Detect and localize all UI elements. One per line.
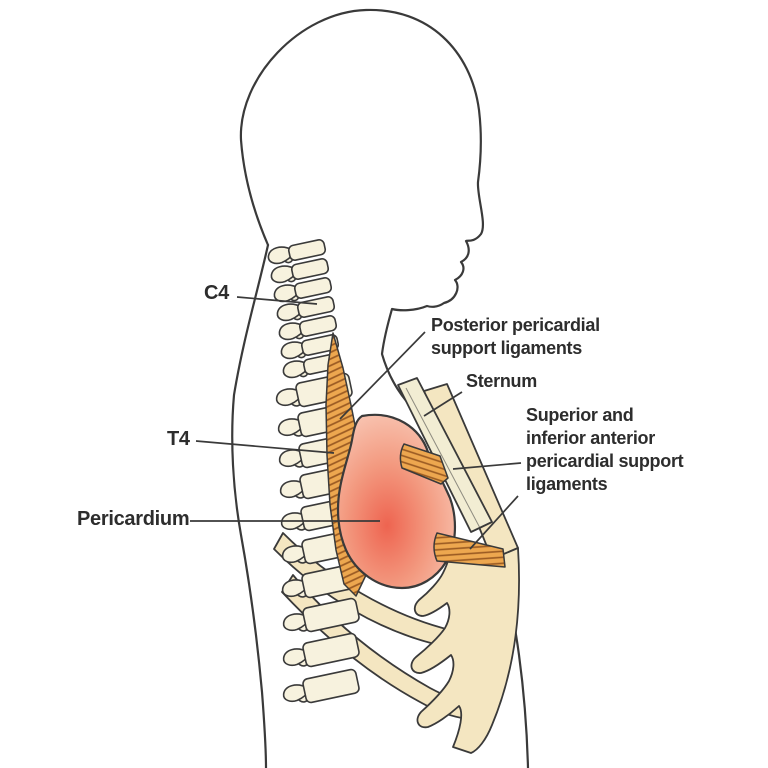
posterior-ligaments-leader-line: [339, 331, 426, 420]
vertebra-body: [300, 334, 340, 356]
vertebra-body: [287, 239, 327, 261]
label-sternum: Sternum: [466, 371, 537, 391]
label-anterior-line-4: ligaments: [526, 474, 608, 494]
vertebra: [282, 668, 360, 704]
vertebra-body: [293, 277, 333, 299]
label-anterior-line-2: inferior anterior: [526, 428, 655, 448]
c4-leader-line: [236, 296, 318, 305]
vertebra: [270, 258, 330, 284]
label-anterior-line-1: Superior and: [526, 405, 634, 425]
vertebra: [280, 334, 340, 360]
inferior-ligament-leader-line: [469, 495, 519, 550]
vertebra: [267, 239, 327, 265]
vertebra: [282, 597, 360, 633]
inferior-anterior-ligament-shape: [433, 532, 506, 568]
label-posterior-ligaments: Posterior pericardial support ligaments: [431, 314, 600, 360]
label-anterior-line-3: pericardial support: [526, 451, 684, 471]
label-t4: T4: [167, 428, 190, 450]
label-c4: C4: [204, 282, 229, 304]
vertebra: [276, 296, 336, 322]
sternum-leader-line: [423, 391, 463, 417]
superior-ligament-leader-line: [452, 462, 522, 470]
vertebra: [282, 632, 360, 668]
superior-anterior-ligament-shape: [399, 443, 449, 485]
label-anterior-ligaments: Superior and inferior anterior pericardi…: [526, 404, 684, 496]
vertebra-body: [298, 315, 338, 337]
vertebra-body: [290, 258, 330, 280]
vertebra-body: [302, 632, 360, 668]
costal-cartilage-comb: [410, 547, 520, 754]
t4-leader-line: [195, 440, 335, 454]
vertebra: [273, 277, 333, 303]
sternum-inner-line: [405, 387, 481, 529]
vertebra-body: [302, 668, 360, 704]
vertebra: [278, 315, 338, 341]
label-pericardium: Pericardium: [77, 508, 190, 530]
vertebra-body: [302, 597, 360, 633]
label-posterior-line-1: Posterior pericardial: [431, 315, 600, 335]
vertebra-body: [296, 296, 336, 318]
label-posterior-line-2: support ligaments: [431, 338, 582, 358]
back-outline: [231, 243, 270, 768]
